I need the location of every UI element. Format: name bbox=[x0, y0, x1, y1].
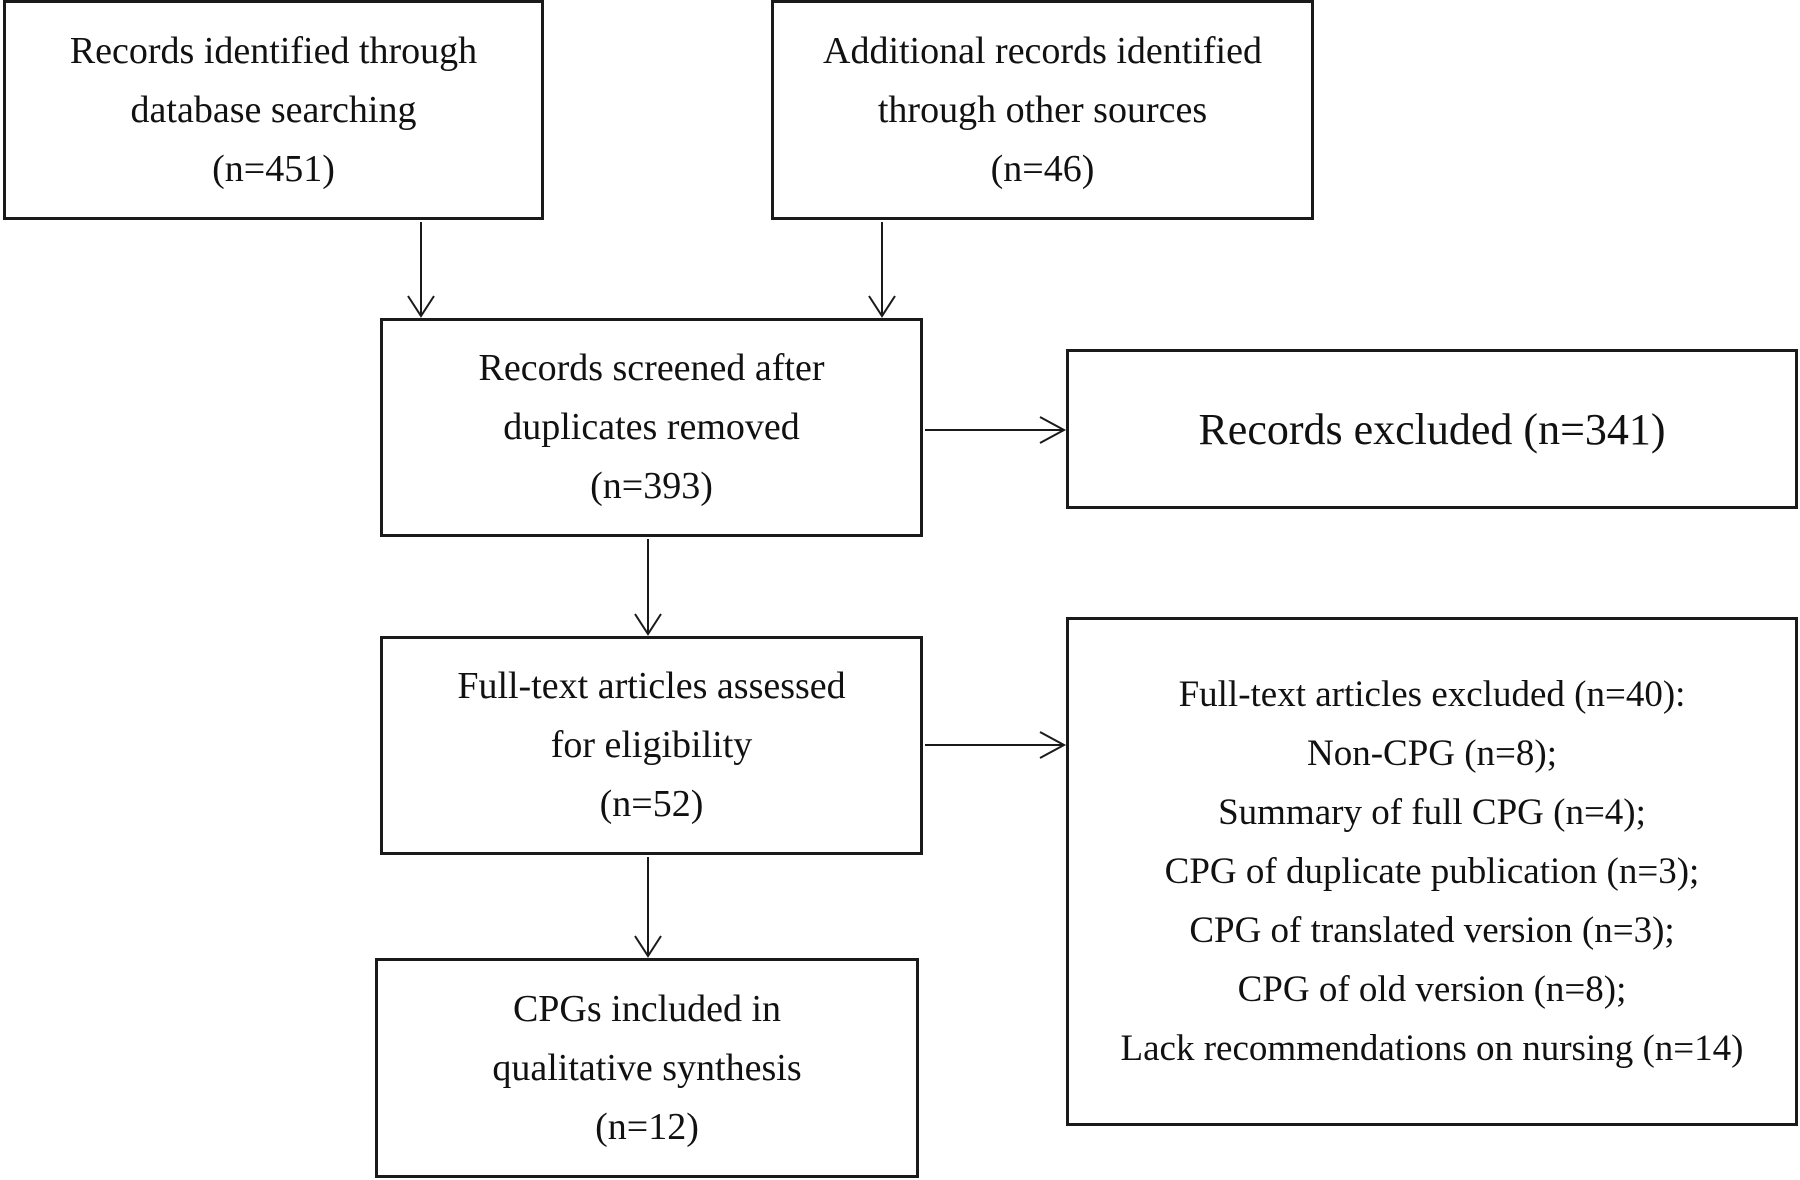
identified-database-count: (n=451) bbox=[212, 147, 335, 190]
arrow-other-to-screened bbox=[868, 222, 896, 318]
included-line-2: qualitative synthesis bbox=[492, 1046, 802, 1089]
arrow-screened-to-full-text bbox=[634, 539, 662, 636]
identified-database-line-1: Records identified through bbox=[69, 29, 478, 72]
full-text-assessed-line-1: Full-text articles assessed bbox=[457, 665, 846, 707]
screened-line-1: Records screened after bbox=[478, 347, 825, 389]
identified-other-line-1: Additional records identified bbox=[823, 29, 1262, 72]
full-text-assessed-count: (n=52) bbox=[599, 783, 704, 825]
screened-count: (n=393) bbox=[590, 465, 713, 507]
identified-database-line-2: database searching bbox=[130, 88, 417, 131]
full-text-assessed-line-2: for eligibility bbox=[550, 724, 753, 766]
excluded-reason-translated: CPG of translated version (n=3); bbox=[1189, 910, 1675, 951]
screened-box: Records screened after duplicates remove… bbox=[380, 318, 923, 537]
records-excluded-box: Records excluded (n=341) bbox=[1066, 349, 1798, 509]
included-box: CPGs included in qualitative synthesis (… bbox=[375, 958, 919, 1178]
excluded-reason-non-cpg: Non-CPG (n=8); bbox=[1306, 733, 1558, 774]
identified-other-line-2: through other sources bbox=[877, 88, 1208, 131]
excluded-reason-lack-nursing: Lack recommendations on nursing (n=14) bbox=[1120, 1028, 1744, 1069]
excluded-reason-summary: Summary of full CPG (n=4); bbox=[1218, 792, 1646, 833]
excluded-reason-old-version: CPG of old version (n=8); bbox=[1237, 969, 1627, 1010]
arrow-full-text-to-included bbox=[634, 857, 662, 958]
excluded-reason-duplicate: CPG of duplicate publication (n=3); bbox=[1164, 851, 1700, 892]
included-line-1: CPGs included in bbox=[512, 987, 782, 1030]
full-text-assessed-box: Full-text articles assessed for eligibil… bbox=[380, 636, 923, 855]
full-text-excluded-box: Full-text articles excluded (n=40): Non-… bbox=[1066, 617, 1798, 1126]
full-text-excluded-heading: Full-text articles excluded (n=40): bbox=[1178, 674, 1686, 715]
arrow-full-text-to-excluded bbox=[925, 731, 1067, 759]
arrow-screened-to-excluded bbox=[925, 416, 1067, 444]
included-count: (n=12) bbox=[595, 1105, 699, 1148]
records-excluded-label: Records excluded (n=341) bbox=[1198, 404, 1666, 454]
arrow-database-to-screened bbox=[407, 222, 435, 318]
identified-other-count: (n=46) bbox=[990, 147, 1095, 190]
identified-database-box: Records identified through database sear… bbox=[3, 0, 544, 220]
screened-line-2: duplicates removed bbox=[503, 406, 800, 448]
identified-other-box: Additional records identified through ot… bbox=[771, 0, 1314, 220]
